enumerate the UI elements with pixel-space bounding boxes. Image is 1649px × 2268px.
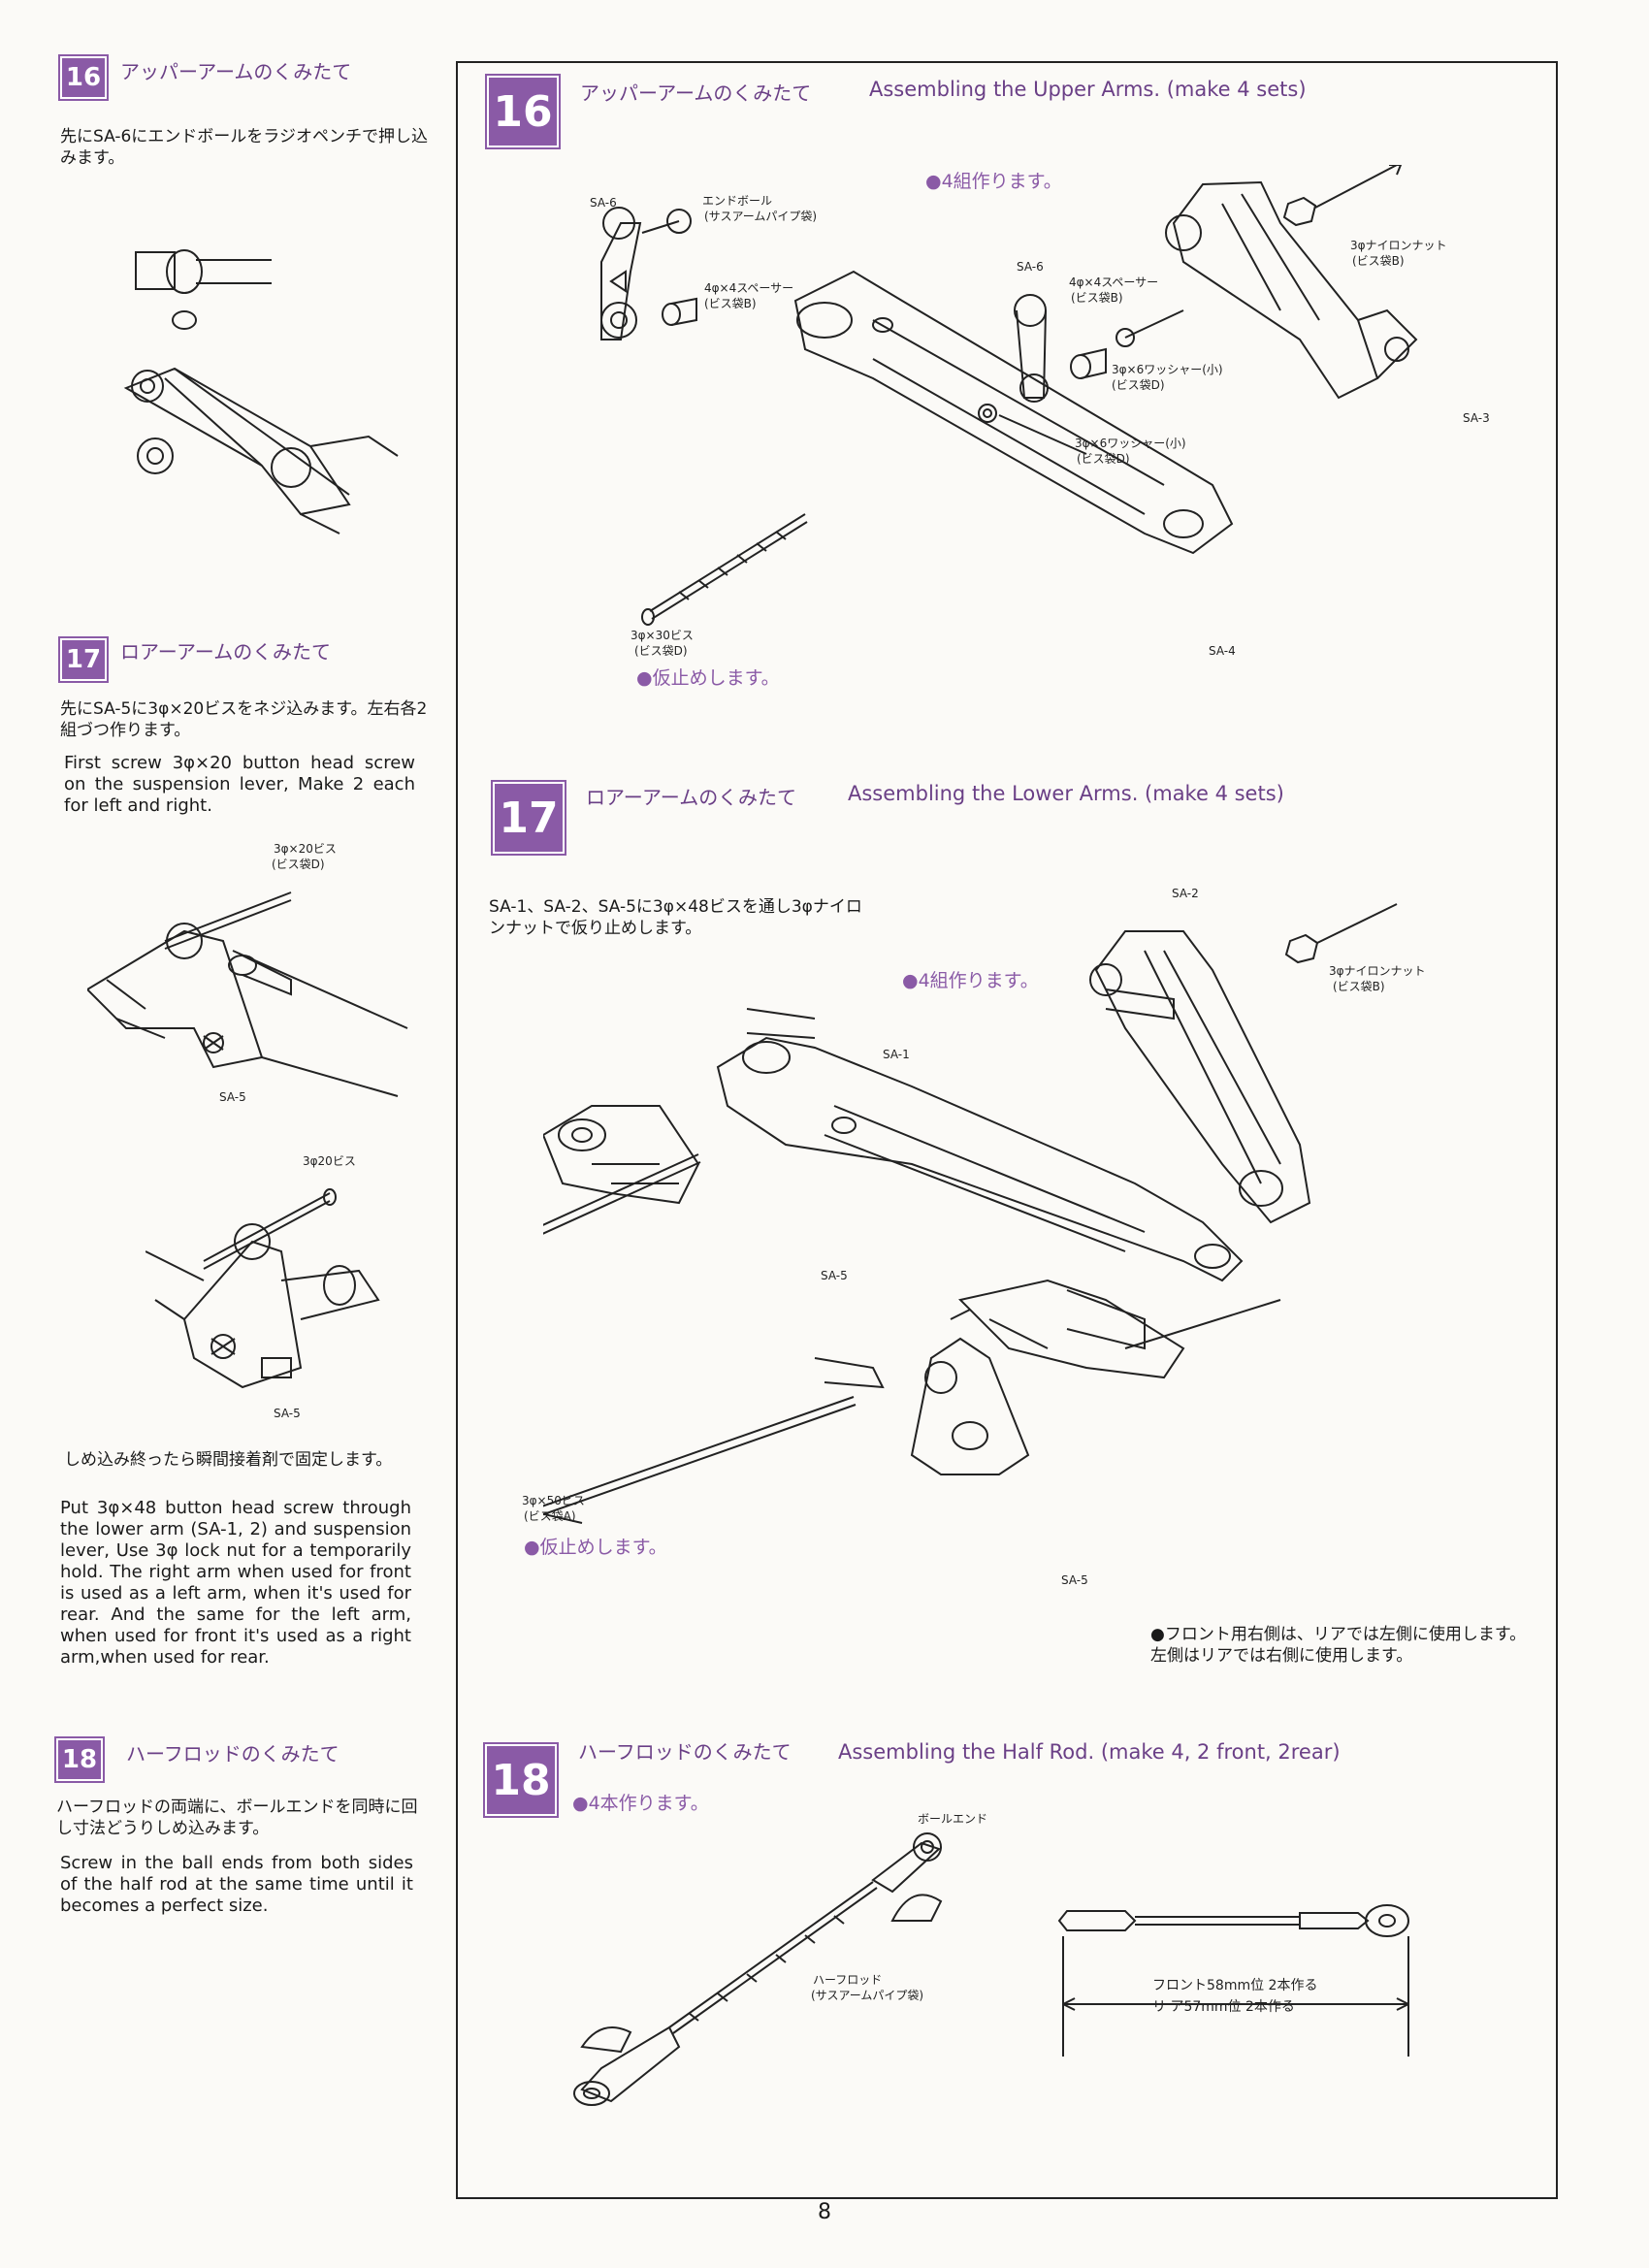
side-step-18-badge: 18 xyxy=(54,1736,105,1783)
m16-label-nut: 3φナイロンナット xyxy=(1350,239,1447,252)
m18-label-ballend: ボールエンド xyxy=(918,1812,988,1826)
main-step-16-tack: ●仮止めします。 xyxy=(636,667,780,689)
side-label-screw1-bag: (ビス袋D) xyxy=(272,858,325,871)
side-step-17-illustration-a xyxy=(87,891,408,1097)
page-number: 8 xyxy=(818,2200,831,2224)
m17-label-nut: 3φナイロンナット xyxy=(1329,964,1426,978)
m16-label-endball-bag: (サスアームパイプ袋) xyxy=(704,210,818,223)
main-step-16-illustration xyxy=(600,165,1418,626)
main-step-17-instr: SA-1、SA-2、SA-5に3φ×48ビスを通し3φナイロンナットで仮り止めし… xyxy=(489,897,862,938)
side-step-16-text: 先にSA-6にエンドボールをラジオペンチで押し込みます。 xyxy=(60,127,428,168)
m16-label-screw-bag: (ビス袋D) xyxy=(634,644,688,658)
m17-label-sa5-a: SA-5 xyxy=(821,1269,848,1282)
m16-label-spacer-left-bag: (ビス袋B) xyxy=(704,297,757,310)
side-step-17-illustration-b xyxy=(146,1188,380,1389)
m16-label-endball: エンドボール xyxy=(702,194,773,208)
side-step-17-badge: 17 xyxy=(58,636,109,683)
side-step-18-text-ja: ハーフロッドの両端に、ボールエンドを同時に回し寸法どうりしめ込みます。 xyxy=(56,1798,418,1838)
side-step-17-title: ロアーアームのくみたて xyxy=(120,640,331,664)
side-step-18-text-en: Screw in the ball ends from both sides o… xyxy=(60,1853,413,1916)
side-step-17-text2-en: Put 3φ×48 button head screw through the … xyxy=(60,1498,411,1668)
side-step-18-title: ハーフロッドのくみたて xyxy=(126,1742,340,1766)
m16-label-washer2-bag: (ビス袋D) xyxy=(1077,452,1130,466)
main-step-16-note: ●4組作ります。 xyxy=(925,171,1062,192)
m18-label-halfrod: ハーフロッド xyxy=(813,1973,883,1987)
m16-label-spacer-right: 4φ×4スペーサー xyxy=(1069,275,1159,289)
main-step-18-note: ●4本作ります。 xyxy=(572,1793,709,1814)
m16-label-washer2: 3φ×6ワッシャー(小) xyxy=(1075,437,1186,450)
side-step-17-text-ja: 先にSA-5に3φ×20ビスをネジ込みます。左右各2組づつ作ります。 xyxy=(60,699,428,740)
m16-label-spacer-left: 4φ×4スペーサー xyxy=(704,281,794,295)
m16-label-nut-bag: (ビス袋B) xyxy=(1352,254,1405,268)
side-label-screw1: 3φ×20ビス xyxy=(274,842,337,856)
m16-label-sa6-right: SA-6 xyxy=(1017,260,1044,274)
m17-label-sa1: SA-1 xyxy=(883,1048,910,1061)
main-step-17-title-ja: ロアーアームのくみたて xyxy=(586,786,796,809)
m17-label-nut-bag: (ビス袋B) xyxy=(1333,980,1385,993)
main-frame xyxy=(456,61,1558,2199)
m18-label-front: フロント58mm位 2本作る xyxy=(1152,1978,1318,1993)
main-step-17-badge: 17 xyxy=(491,780,566,856)
side-label-sa5-b: SA-5 xyxy=(274,1407,301,1420)
main-step-18-badge: 18 xyxy=(483,1742,559,1818)
m16-label-washer1: 3φ×6ワッシャー(小) xyxy=(1112,363,1223,376)
side-label-sa5-a: SA-5 xyxy=(219,1090,246,1104)
side-step-16-illustration xyxy=(123,249,399,535)
m16-label-sa6-left: SA-6 xyxy=(590,196,617,210)
main-step-16-title-en: Assembling the Upper Arms. (make 4 sets) xyxy=(869,78,1307,101)
main-step-17-note: ●4組作ります。 xyxy=(902,970,1039,991)
side-step-17-glue: しめ込み終ったら瞬間接着剤で固定します。 xyxy=(64,1450,393,1470)
m16-label-sa4: SA-4 xyxy=(1209,644,1236,658)
main-step-18-title-ja: ハーフロッドのくみたて xyxy=(578,1740,792,1764)
m18-label-halfrod-bag: (サスアームパイプ袋) xyxy=(811,1989,924,2002)
main-step-17-tack: ●仮止めします。 xyxy=(524,1537,667,1558)
side-label-screw2: 3φ20ビス xyxy=(303,1154,356,1168)
main-step-18-illustration xyxy=(573,1832,1409,2106)
m17-label-sa2: SA-2 xyxy=(1172,887,1199,900)
main-step-17-title-en: Assembling the Lower Arms. (make 4 sets) xyxy=(848,782,1284,805)
m16-label-screw: 3φ×30ビス xyxy=(630,629,694,642)
m16-label-washer1-bag: (ビス袋D) xyxy=(1112,378,1165,392)
main-step-16-title-ja: アッパーアームのくみたて xyxy=(580,81,812,105)
main-step-17-illustration xyxy=(543,903,1398,1524)
m16-label-sa3: SA-3 xyxy=(1463,411,1490,425)
main-step-16-badge: 16 xyxy=(485,74,561,149)
main-step-17-remark: ●フロント用右側は、リアでは左側に使用します。左側はリアでは右側に使用します。 xyxy=(1150,1625,1527,1666)
m16-label-spacer-right-bag: (ビス袋B) xyxy=(1071,291,1123,305)
side-step-16-badge: 16 xyxy=(58,54,109,101)
main-step-18-title-en: Assembling the Half Rod. (make 4, 2 fron… xyxy=(838,1740,1341,1764)
side-step-16-title: アッパーアームのくみたて xyxy=(120,60,352,83)
side-step-17-text-en: First screw 3φ×20 button head screw on t… xyxy=(64,753,415,816)
m17-label-sa5-b: SA-5 xyxy=(1061,1573,1088,1587)
